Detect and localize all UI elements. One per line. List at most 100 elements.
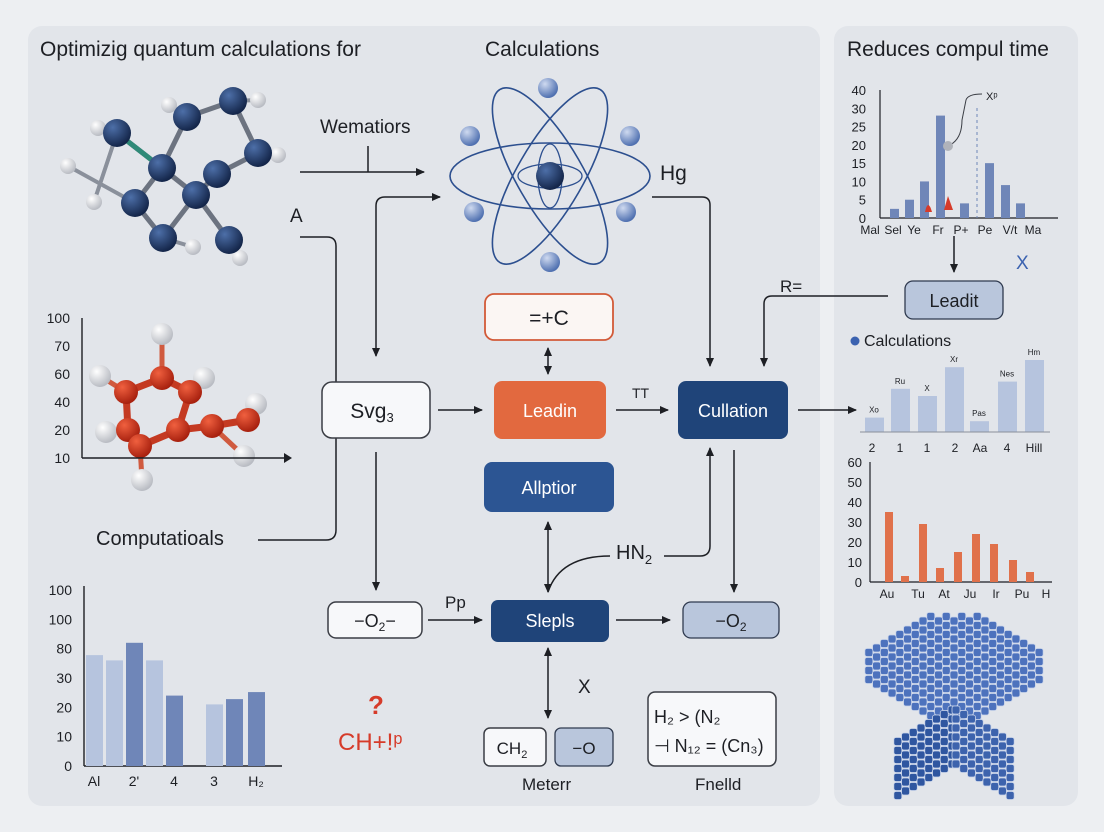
voxel <box>941 639 951 648</box>
voxel <box>864 675 874 684</box>
voxel <box>932 741 941 751</box>
node-leadin: Leadin <box>494 381 606 439</box>
bar <box>126 642 143 766</box>
voxel <box>967 723 976 733</box>
voxel <box>959 746 969 755</box>
voxel <box>934 634 943 644</box>
x-tick-label: Mal <box>860 223 879 237</box>
label-chem-formula: CH+!ᵖ <box>338 729 402 756</box>
voxel <box>903 652 912 662</box>
y-tick-label: 60 <box>848 455 862 470</box>
x-tick-label: 4 <box>170 773 178 789</box>
x-tick-label: Tu <box>911 587 925 601</box>
voxel <box>980 706 990 716</box>
y-tick-label: 40 <box>54 394 70 410</box>
voxel <box>918 616 928 626</box>
bar <box>226 699 243 766</box>
y-tick-label: 30 <box>848 515 862 530</box>
voxel <box>910 657 920 666</box>
bar <box>885 512 893 582</box>
voxel <box>972 702 982 711</box>
voxel <box>908 755 918 764</box>
voxel <box>996 661 1005 671</box>
voxel <box>996 634 1005 644</box>
formula-line-2: ⊣ N₁₂ = (Cn₃) <box>654 736 764 756</box>
voxel <box>910 693 920 702</box>
voxel <box>887 679 897 689</box>
voxel <box>957 612 967 621</box>
bar <box>960 203 969 218</box>
voxel <box>887 652 897 662</box>
node-allptior: Allptior <box>484 462 614 512</box>
label-x-blue: X <box>1016 253 1029 274</box>
carbon-atom <box>148 154 176 182</box>
formula-box: H₂ > (N₂ ⊣ N₁₂ = (Cn₃) <box>647 691 777 767</box>
voxel <box>988 621 998 630</box>
voxel <box>951 741 961 751</box>
voxel <box>951 714 961 724</box>
voxel <box>893 773 903 782</box>
hydrogen-atom <box>95 421 117 443</box>
bar <box>972 534 980 582</box>
legend-label: Calculations <box>864 333 951 350</box>
y-tick-label: 0 <box>855 575 862 590</box>
data-label: Xo <box>869 406 879 415</box>
x-tick-label: 1 <box>924 441 931 455</box>
node-minus-o-label: −O <box>572 739 595 758</box>
voxel-cube-image <box>864 612 1044 800</box>
voxel <box>934 697 943 707</box>
bar <box>890 208 899 218</box>
voxel <box>941 612 951 621</box>
voxel <box>934 688 943 698</box>
voxel <box>941 648 951 657</box>
voxel <box>967 759 976 769</box>
y-tick-label: 30 <box>56 670 72 686</box>
hydrogen-atom <box>131 469 153 491</box>
voxel <box>895 648 905 657</box>
hydrogen-atom <box>250 92 266 108</box>
voxel <box>1019 648 1029 657</box>
voxel <box>901 786 910 796</box>
voxel <box>1011 661 1021 671</box>
bar <box>1009 560 1017 582</box>
voxel <box>879 666 889 675</box>
voxel <box>949 616 959 626</box>
bar <box>901 576 909 582</box>
y-tick-label: 20 <box>56 699 72 715</box>
voxel <box>910 630 920 639</box>
voxel <box>996 670 1005 680</box>
voxel <box>893 791 903 800</box>
x-tick-label: P+ <box>953 223 968 237</box>
data-label: X <box>924 384 930 393</box>
y-tick-label: 10 <box>852 174 866 189</box>
voxel <box>924 728 934 737</box>
voxel <box>972 684 982 693</box>
voxel <box>926 666 936 675</box>
bar <box>936 115 945 218</box>
bar <box>1026 572 1034 582</box>
title-left: Optimizig quantum calculations for <box>40 38 361 61</box>
x-tick-label: Ye <box>907 223 921 237</box>
x-tick-label: 4 <box>1004 441 1011 455</box>
x-tick-label: 2' <box>129 773 139 789</box>
voxel <box>934 661 943 671</box>
annotation-point <box>943 141 953 151</box>
node-eq-c: =+C <box>484 293 614 341</box>
voxel <box>926 675 936 684</box>
voxel <box>903 688 912 698</box>
voxel <box>903 625 912 635</box>
voxel <box>941 693 951 702</box>
voxel <box>980 679 990 689</box>
x-tick-label: Au <box>880 587 895 601</box>
voxel <box>951 705 961 715</box>
y-tick-label: 60 <box>54 366 70 382</box>
x-tick-label: 2 <box>952 441 959 455</box>
voxel <box>998 786 1007 796</box>
voxel <box>939 719 949 728</box>
voxel <box>901 741 910 751</box>
y-tick-label: 10 <box>848 555 862 570</box>
node-leadit: Leadit <box>904 280 1004 320</box>
voxel <box>895 666 905 675</box>
voxel <box>990 746 1000 755</box>
